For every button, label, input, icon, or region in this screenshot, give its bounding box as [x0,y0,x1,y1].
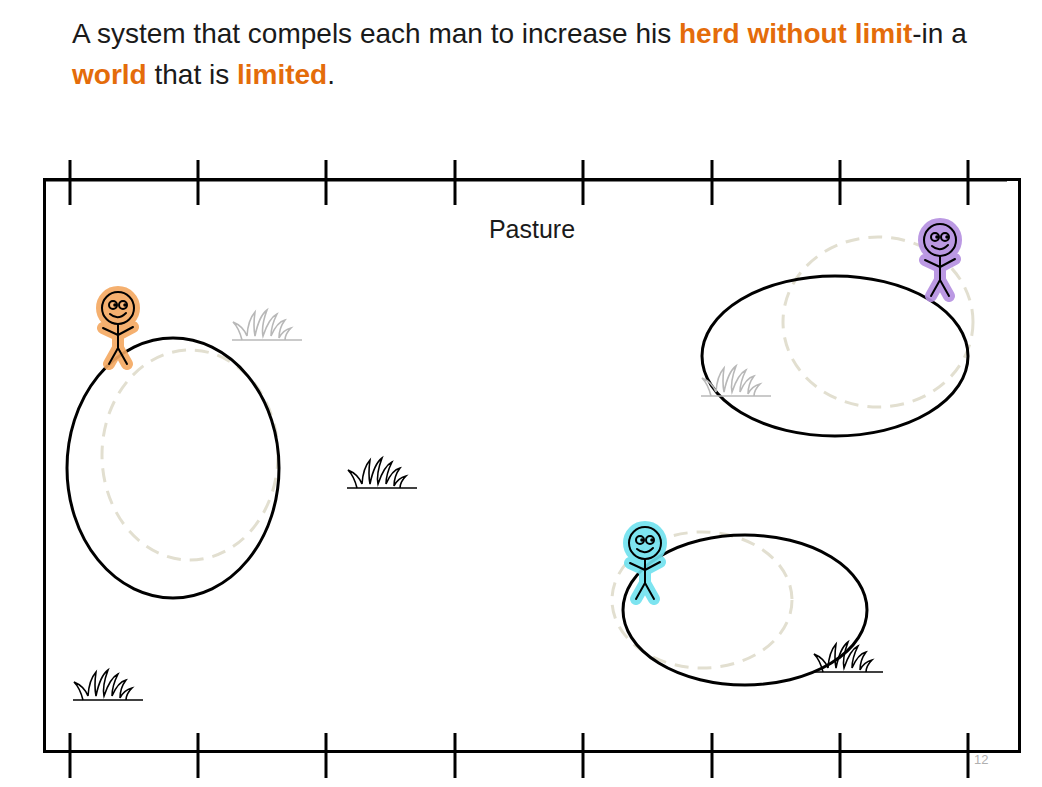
herd-outline [67,276,968,685]
highlight-word: herd without limit [679,18,912,49]
page-number: 12 [974,752,988,767]
herdsman-figure [102,224,956,599]
title-part: A system that compels each man to increa… [72,18,679,49]
fence-ticks [43,160,1007,778]
area-label: Pasture [46,215,1018,244]
title-part: -in a [912,18,966,49]
title-part: that is [147,59,237,90]
slide-title: A system that compels each man to increa… [72,14,992,95]
pasture-area: Pasture [43,178,1021,753]
highlight-word: world [72,59,147,90]
grass-tuft [73,310,883,700]
highlight-word: limited [237,59,327,90]
title-part: . [327,59,335,90]
previous-herd-outline [102,237,973,668]
